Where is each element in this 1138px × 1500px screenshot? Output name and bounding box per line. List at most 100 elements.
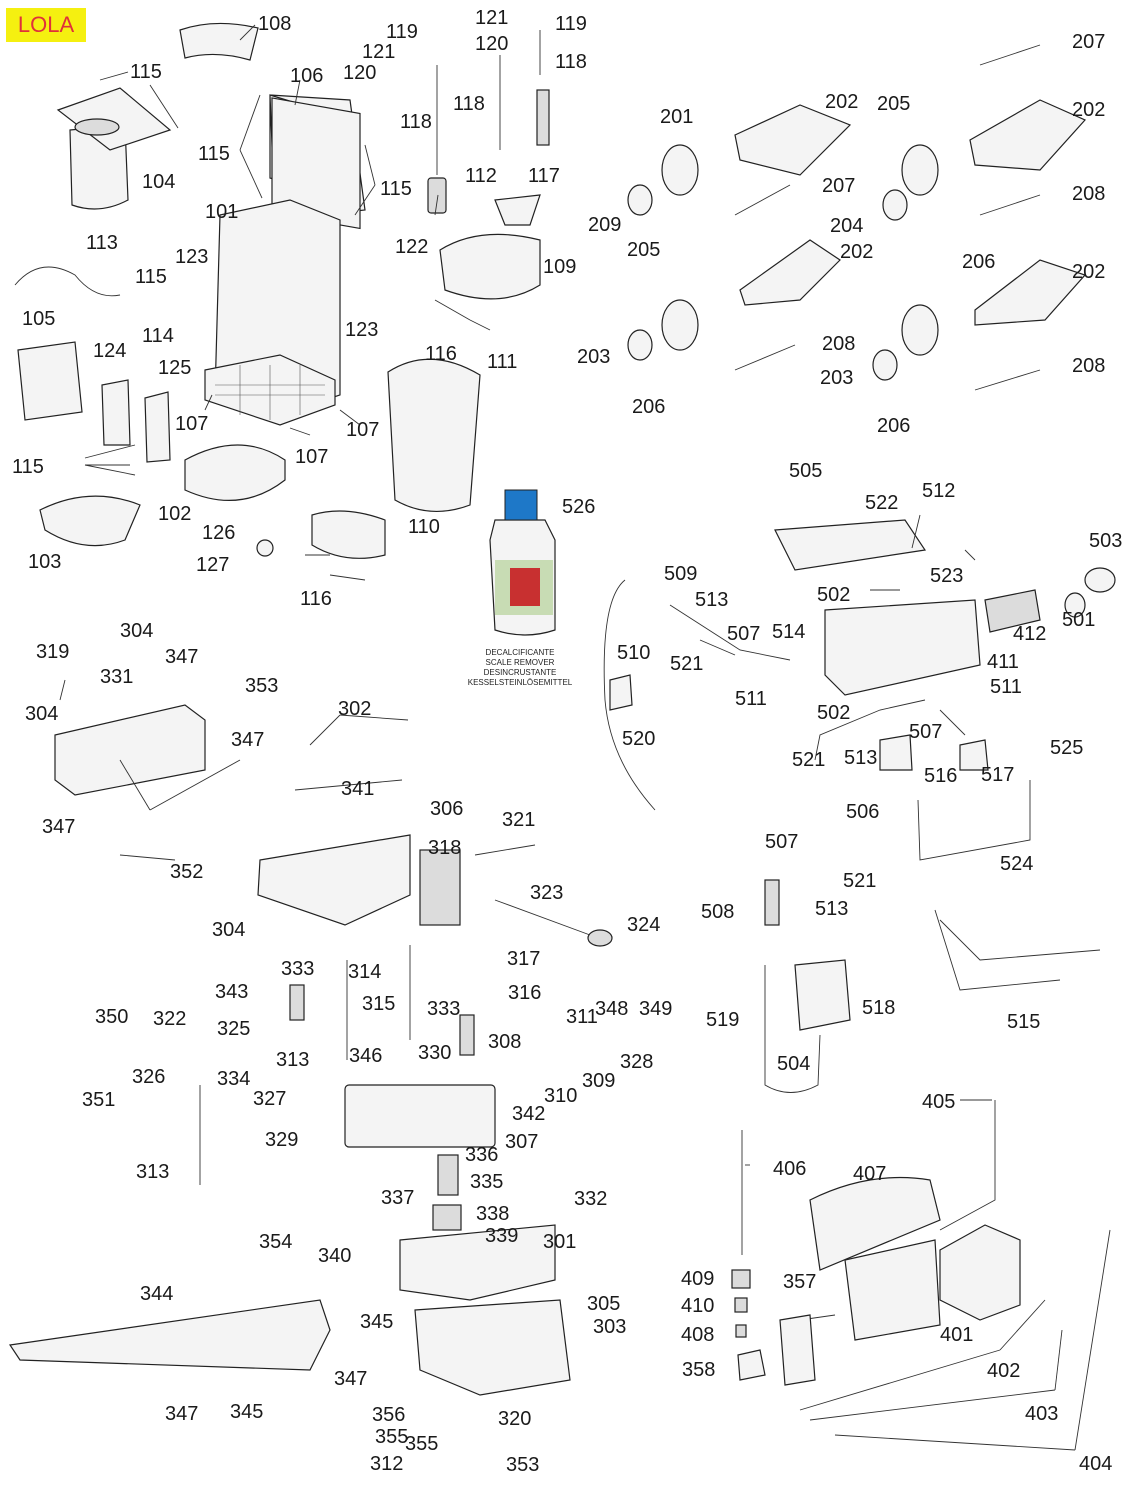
part-label-326: 326	[132, 1066, 165, 1088]
part-label-319: 319	[36, 641, 69, 663]
part-label-325: 325	[217, 1018, 250, 1040]
part-label-517: 517	[981, 764, 1014, 786]
part-label-118: 118	[453, 93, 485, 115]
part-label-521: 521	[843, 870, 876, 892]
part-label-115: 115	[198, 143, 230, 165]
part-label-118: 118	[555, 51, 587, 73]
part-label-202: 202	[840, 241, 873, 263]
part-label-304: 304	[25, 703, 58, 725]
part-label-324: 324	[627, 914, 660, 936]
part-label-206: 206	[632, 396, 665, 418]
part-label-205: 205	[877, 93, 910, 115]
part-label-347: 347	[334, 1368, 367, 1390]
part-109-shape	[439, 233, 541, 300]
part-label-105: 105	[22, 308, 55, 330]
part-label-514: 514	[772, 621, 805, 643]
part-label-109: 109	[543, 256, 576, 278]
part-label-510: 510	[617, 642, 650, 664]
part-label-127: 127	[196, 554, 229, 576]
part-label-115: 115	[135, 266, 167, 288]
part-label-307: 307	[505, 1131, 538, 1153]
part-label-308: 308	[488, 1031, 521, 1053]
part-label-503: 503	[1089, 530, 1122, 552]
part-label-332: 332	[574, 1188, 607, 1210]
part-label-303: 303	[593, 1316, 626, 1338]
part-label-411: 411	[987, 651, 1019, 673]
part-label-354: 354	[259, 1231, 292, 1253]
part-label-336: 336	[465, 1144, 498, 1166]
part-label-518: 518	[862, 997, 895, 1019]
part-label-115: 115	[12, 456, 44, 478]
part-label-311: 311	[566, 1006, 598, 1028]
part-label-115: 115	[130, 61, 162, 83]
part-label-355: 355	[375, 1426, 408, 1448]
part-label-126: 126	[202, 522, 235, 544]
part-label-121: 121	[362, 41, 395, 63]
part-label-501: 501	[1062, 609, 1095, 631]
part-label-513: 513	[844, 747, 877, 769]
part-label-407: 407	[853, 1163, 886, 1185]
part-label-305: 305	[587, 1293, 620, 1315]
part-110-shape	[311, 510, 386, 559]
part-label-104: 104	[142, 171, 175, 193]
part-label-306: 306	[430, 798, 463, 820]
part-label-205: 205	[627, 239, 660, 261]
part-label-524: 524	[1000, 853, 1033, 875]
part-label-404: 404	[1079, 1453, 1112, 1475]
part-label-523: 523	[930, 565, 963, 587]
bottle-label-line-2: SCALE REMOVER	[486, 658, 555, 667]
part-label-116: 116	[300, 588, 332, 610]
group-300-brew-unit	[8, 704, 613, 1396]
part-label-203: 203	[577, 346, 610, 368]
part-label-347: 347	[231, 729, 264, 751]
part-102-shape	[184, 444, 286, 501]
part-label-405: 405	[922, 1091, 955, 1113]
part-label-521: 521	[792, 749, 825, 771]
part-label-355: 355	[405, 1433, 438, 1455]
part-label-206: 206	[877, 415, 910, 437]
part-label-507: 507	[765, 831, 798, 853]
part-label-516: 516	[924, 765, 957, 787]
part-label-519: 519	[706, 1009, 739, 1031]
part-label-513: 513	[815, 898, 848, 920]
part-label-309: 309	[582, 1070, 615, 1092]
part-label-117: 117	[528, 165, 560, 187]
part-label-522: 522	[865, 492, 898, 514]
part-label-115: 115	[380, 178, 412, 200]
part-label-207: 207	[1072, 31, 1105, 53]
part-label-340: 340	[318, 1245, 351, 1267]
part-label-353: 353	[245, 675, 278, 697]
part-label-347: 347	[165, 646, 198, 668]
part-label-124: 124	[93, 340, 126, 362]
part-122-shape	[427, 177, 447, 214]
part-label-504: 504	[777, 1053, 810, 1075]
part-label-201: 201	[660, 106, 693, 128]
part-label-402: 402	[987, 1360, 1020, 1382]
part-label-342: 342	[512, 1103, 545, 1125]
part-label-333: 333	[427, 998, 460, 1020]
part-label-353: 353	[506, 1454, 539, 1476]
part-label-206: 206	[962, 251, 995, 273]
part-label-343: 343	[215, 981, 248, 1003]
part-label-204: 204	[830, 215, 863, 237]
part-label-507: 507	[727, 623, 760, 645]
part-label-512: 512	[922, 480, 955, 502]
part-label-339: 339	[485, 1225, 518, 1247]
part-label-330: 330	[418, 1042, 451, 1064]
part-label-329: 329	[265, 1129, 298, 1151]
part-label-320: 320	[498, 1408, 531, 1430]
part-label-401: 401	[940, 1324, 973, 1346]
part-label-301: 301	[543, 1231, 576, 1253]
part-label-110: 110	[408, 516, 440, 538]
part-label-327: 327	[253, 1088, 286, 1110]
group-200-dispensers	[627, 44, 1087, 391]
part-105-shape	[17, 341, 83, 421]
part-label-322: 322	[153, 1008, 186, 1030]
part-label-207: 207	[822, 175, 855, 197]
part-label-333: 333	[281, 958, 314, 980]
part-label-526: 526	[562, 496, 595, 518]
part-label-346: 346	[349, 1045, 382, 1067]
part-label-321: 321	[502, 809, 535, 831]
